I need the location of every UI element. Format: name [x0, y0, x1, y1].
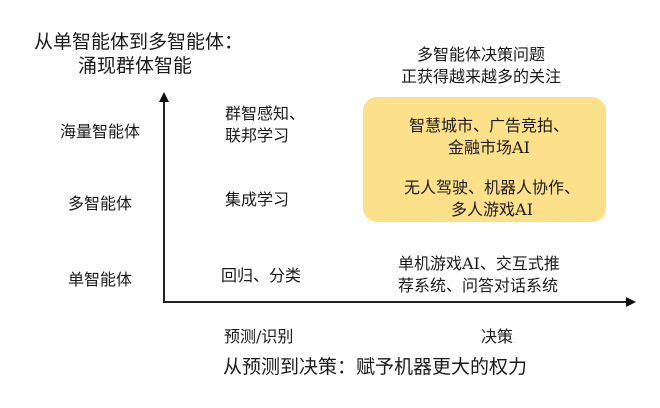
cell-prediction-multi: 集成学习	[225, 190, 290, 209]
y-label-massive-agents: 海量智能体	[59, 122, 140, 141]
y-label-single-agent: 单智能体	[67, 270, 132, 289]
cell-line: 群智感知、	[225, 104, 306, 123]
subtitle: 多智能体决策问题 正获得越来越多的关注	[386, 44, 576, 88]
x-label-prediction: 预测/识别	[224, 327, 294, 346]
main-title: 从单智能体到多智能体： 涌现群体智能	[34, 30, 243, 78]
cell-line: 荐系统、问答对话系统	[398, 276, 559, 295]
x-label-decision: 决策	[481, 327, 514, 346]
y-axis-line	[163, 100, 165, 303]
subtitle-line1: 多智能体决策问题	[416, 45, 545, 64]
subtitle-line2: 正获得越来越多的关注	[400, 67, 561, 86]
y-axis-arrow-icon	[159, 92, 169, 102]
footer-caption: 从预测到决策：赋予机器更大的权力	[223, 356, 528, 378]
y-label-multi-agent: 多智能体	[67, 194, 132, 213]
cell-decision-massive: 智慧城市、广告竞拍、 金融市场AI	[391, 115, 587, 159]
cell-decision-single: 单机游戏AI、交互式推 荐系统、问答对话系统	[398, 253, 560, 297]
cell-line: 多人游戏AI	[451, 200, 533, 219]
cell-prediction-single: 回归、分类	[221, 266, 302, 285]
cell-line: 联邦学习	[225, 126, 290, 145]
main-title-line2: 涌现群体智能	[78, 55, 193, 77]
cell-line: 单机游戏AI、交互式推	[398, 254, 560, 273]
multi-agent-decision-highlight	[363, 97, 606, 222]
cell-decision-multi: 无人驾驶、机器人协作、 多人游戏AI	[391, 177, 593, 221]
cell-line: 金融市场AI	[448, 138, 530, 157]
x-axis-arrow-icon	[626, 297, 636, 307]
cell-line: 智慧城市、广告竞拍、	[408, 116, 569, 135]
cell-prediction-massive: 群智感知、 联邦学习	[225, 103, 305, 147]
x-axis-line	[163, 301, 628, 303]
cell-line: 无人驾驶、机器人协作、	[403, 178, 580, 197]
main-title-line1: 从单智能体到多智能体：	[34, 31, 244, 53]
